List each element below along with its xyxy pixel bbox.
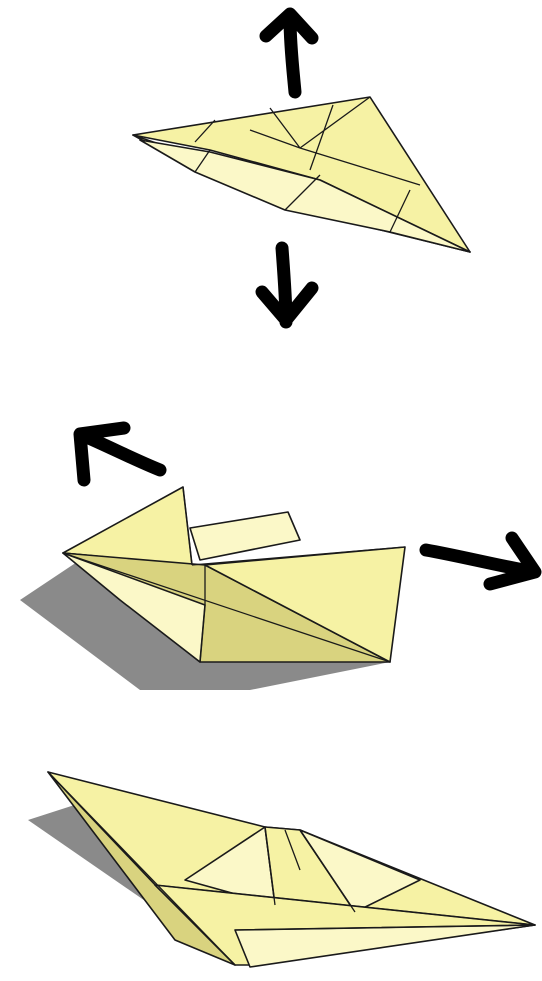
step-3-figure <box>28 772 535 967</box>
step-2-figure <box>20 428 535 690</box>
arrow-right-icon <box>426 538 535 584</box>
arrow-down-icon <box>262 248 312 322</box>
arrow-up-icon <box>266 14 312 92</box>
boat-half-back-wall <box>190 512 300 560</box>
boat-final-hull-bottom <box>235 925 535 967</box>
boat-half-left-flap <box>63 487 192 565</box>
step-1-figure <box>133 14 470 322</box>
arrow-up-left-icon <box>80 428 160 480</box>
